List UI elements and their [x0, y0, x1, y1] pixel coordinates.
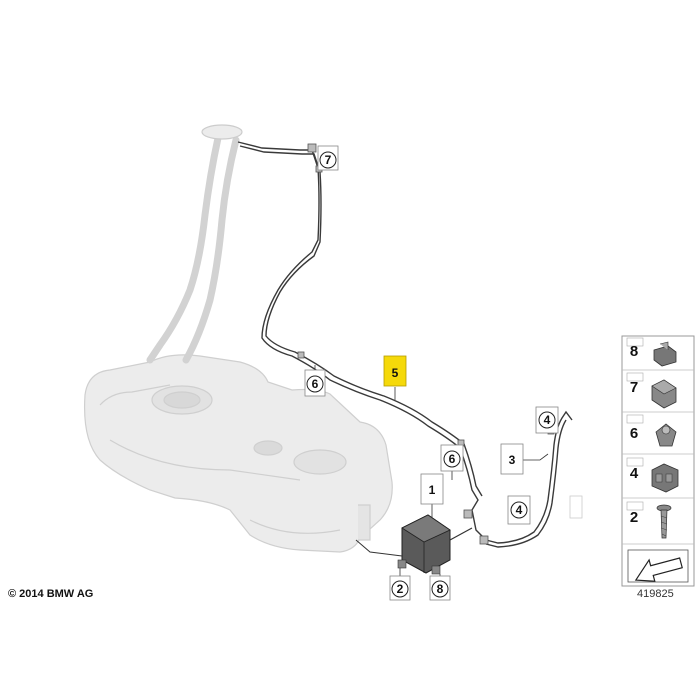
callout-3-label: 3: [509, 453, 516, 467]
filler-neck-cap: [201, 124, 243, 140]
valve-unit: [397, 514, 473, 575]
parts-panel-item-4[interactable]: 4: [622, 457, 694, 499]
callout-4-top-label: 4: [544, 413, 551, 427]
parts-panel-item-2-number: 2: [630, 509, 638, 526]
callout-8[interactable]: 8: [429, 575, 451, 601]
callout-5[interactable]: 5: [383, 355, 407, 387]
parts-panel-item-7-number: 7: [630, 379, 638, 396]
callout-7-label: 7: [325, 153, 332, 167]
fuel-tank: [83, 354, 393, 553]
filler-neck: [146, 134, 240, 364]
callout-4-bottom-label: 4: [516, 503, 523, 517]
blank-marker: [569, 495, 583, 519]
callout-2-label: 2: [397, 582, 404, 596]
callout-6-lower[interactable]: 6: [440, 444, 464, 472]
clip-8-icon: [653, 341, 677, 367]
parts-panel-item-8[interactable]: 8: [622, 337, 694, 371]
parts-panel: 8 7 6: [621, 335, 695, 587]
parts-panel-item-2[interactable]: 2: [622, 501, 694, 545]
callout-7[interactable]: 7: [317, 145, 339, 171]
callout-1-label: 1: [429, 483, 436, 497]
hose-line: [485, 410, 573, 548]
bracket-line: [355, 539, 403, 557]
clip-7-icon: [651, 379, 677, 409]
clip-4-icon: [651, 463, 679, 493]
callout-6-upper-label: 6: [312, 377, 319, 391]
callout-5-label: 5: [392, 366, 399, 380]
callout-8-label: 8: [437, 582, 444, 596]
parts-panel-item-7[interactable]: 7: [622, 372, 694, 413]
callout-3[interactable]: 3: [500, 443, 524, 475]
callout-1[interactable]: 1: [420, 473, 444, 505]
callout-2[interactable]: 2: [389, 575, 411, 601]
callout-6-upper[interactable]: 6: [304, 369, 326, 397]
copyright-text: © 2014 BMW AG: [8, 588, 94, 600]
callout-4-top[interactable]: 4: [535, 406, 559, 434]
callout-6-lower-label: 6: [449, 452, 456, 466]
diagram-id: 419825: [637, 588, 674, 600]
parts-panel-item-6-number: 6: [630, 425, 638, 442]
parts-panel-item-6[interactable]: 6: [622, 414, 694, 455]
parts-panel-item-8-number: 8: [630, 343, 638, 360]
direction-arrow-icon: [627, 549, 689, 583]
screw-icon: [656, 504, 672, 539]
callout-4-bottom[interactable]: 4: [507, 495, 531, 525]
clip-6-icon: [655, 423, 677, 447]
parts-panel-item-4-number: 4: [630, 465, 639, 482]
